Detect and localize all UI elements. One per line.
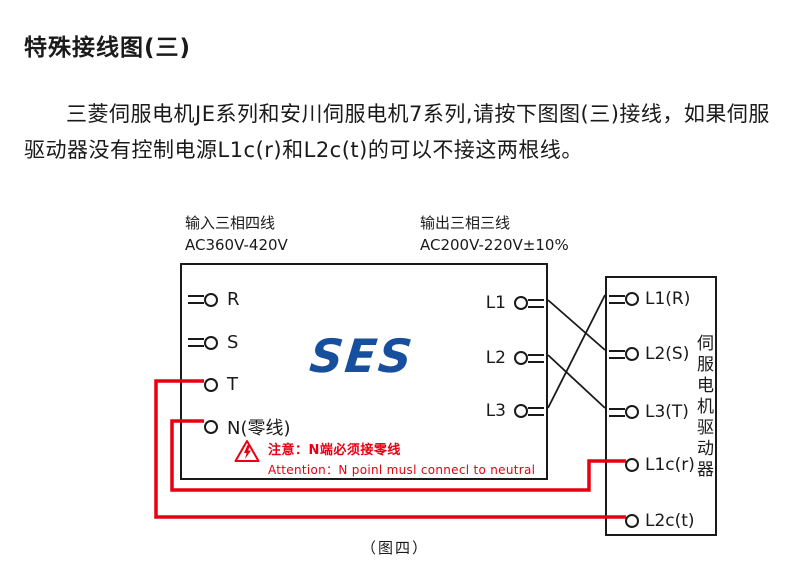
warning-text-zh: 注意：N端必须接零线 xyxy=(268,443,401,458)
terminal-label: L1c(r) xyxy=(645,455,695,475)
terminal-L1-out: L1 xyxy=(486,293,544,313)
terminal-circle-icon xyxy=(204,420,218,434)
terminal-label: L1(R) xyxy=(645,289,691,309)
terminal-lines-icon xyxy=(528,298,544,308)
output-type-text: 输出三相三线 xyxy=(420,214,511,232)
wire-L1 xyxy=(547,299,606,351)
terminal-circle-icon xyxy=(625,514,639,528)
terminal-label: S xyxy=(227,332,239,353)
drive-terminal-L2S: L2(S) xyxy=(609,344,689,364)
terminal-N: N(零线) xyxy=(188,414,291,440)
terminal-lines-icon xyxy=(188,295,204,304)
terminal-label: L1 xyxy=(485,293,506,313)
terminal-circle-icon xyxy=(625,347,639,361)
terminal-lines-icon xyxy=(609,407,625,417)
terminal-lines-icon xyxy=(528,406,544,416)
terminal-label: L3 xyxy=(485,401,506,421)
terminal-label: N(零线) xyxy=(227,418,291,439)
input-type-text: 输入三相四线 xyxy=(185,214,276,232)
terminal-T: T xyxy=(188,374,238,395)
terminal-lines-icon xyxy=(609,349,625,359)
drive-terminal-L3T: L3(T) xyxy=(609,402,689,422)
converter-box: R S T N(零线) L1 L2 L3 xyxy=(180,263,548,480)
figure-caption: （图四） xyxy=(360,539,429,557)
terminal-label: R xyxy=(227,289,240,310)
wire-L3 xyxy=(547,294,606,409)
drive-terminal-L1R: L1(R) xyxy=(609,289,690,309)
page-title: 特殊接线图(三) xyxy=(24,35,192,61)
wire-L2 xyxy=(547,354,606,409)
output-spec-label: 输出三相三线 AC200V-220V±10% xyxy=(420,212,569,256)
neutral-warning: 注意：N端必须接零线 Attention：N poinl musl connec… xyxy=(234,439,535,478)
output-voltage-text: AC200V-220V±10% xyxy=(420,236,569,254)
terminal-label: T xyxy=(227,374,238,395)
terminal-lines-icon xyxy=(528,353,544,363)
terminal-label: L2 xyxy=(485,348,506,368)
terminal-circle-icon xyxy=(625,458,639,472)
servo-drive-box: L1(R) L2(S) L3(T) L1c(r) L2c(t) 伺服电机驱动器 xyxy=(605,276,717,536)
warning-triangle-icon xyxy=(234,439,260,467)
terminal-label: L2(S) xyxy=(645,344,690,364)
terminal-circle-icon xyxy=(625,405,639,419)
terminal-lines-icon xyxy=(609,294,625,304)
terminal-circle-icon xyxy=(514,351,528,365)
terminal-S: S xyxy=(188,332,238,353)
terminal-circle-icon xyxy=(514,404,528,418)
ses-logo: SES xyxy=(307,329,417,383)
terminal-L3-out: L3 xyxy=(486,401,544,421)
terminal-circle-icon xyxy=(625,292,639,306)
terminal-label: L3(T) xyxy=(645,402,689,422)
terminal-R: R xyxy=(188,289,240,310)
terminal-circle-icon xyxy=(204,292,218,307)
input-voltage-text: AC360V-420V xyxy=(185,236,288,254)
drive-terminal-L2c: L2c(t) xyxy=(609,511,695,531)
body-paragraph: 三菱伺服电机JE系列和安川伺服电机7系列,请按下图图(三)接线，如果伺服驱动器没… xyxy=(24,102,770,162)
terminal-lines-icon xyxy=(188,338,204,347)
terminal-circle-icon xyxy=(204,335,218,350)
terminal-circle-icon xyxy=(204,377,218,392)
terminal-L2-out: L2 xyxy=(486,348,544,368)
terminal-label: L2c(t) xyxy=(645,511,695,531)
input-spec-label: 输入三相四线 AC360V-420V xyxy=(185,212,288,256)
terminal-circle-icon xyxy=(514,296,528,310)
servo-drive-vertical-label: 伺服电机驱动器 xyxy=(693,334,713,481)
warning-text-en: Attention：N poinl musl connecl to neutra… xyxy=(268,463,536,477)
drive-terminal-L1c: L1c(r) xyxy=(609,455,695,475)
warning-text: 注意：N端必须接零线 Attention：N poinl musl connec… xyxy=(268,439,535,478)
